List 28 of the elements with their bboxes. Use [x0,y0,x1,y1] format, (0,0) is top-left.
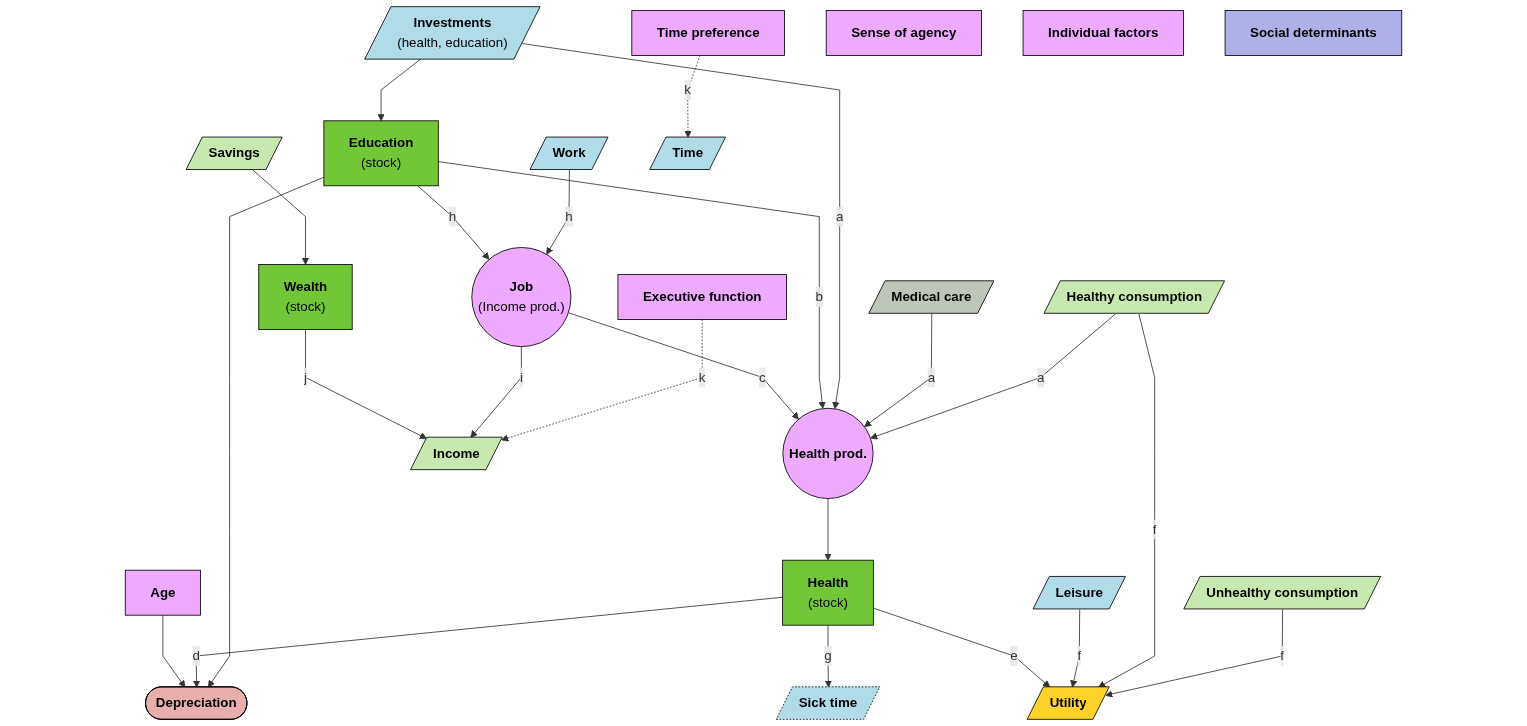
edge-label: g [824,648,832,663]
edge-label: a [1036,369,1045,385]
edge-label: j [303,369,307,385]
edge-label: a [927,369,936,385]
edge-label: f [1077,648,1082,663]
node-box: Sense of agency [825,10,982,56]
edge-label: d [192,648,200,663]
node-circle: Job (Income prod.) [471,247,572,348]
edge-label: c [759,369,766,385]
node-box: Executive function [617,274,787,320]
edge-label: b [815,289,824,304]
edge-label: f [1152,521,1157,537]
edge-label: h [448,209,457,224]
edge-label: a [835,209,844,224]
node-box: Age [124,569,201,616]
node-box: Social determinants [1224,10,1403,56]
edge-label: e [1010,648,1018,663]
node-box: Wealth (stock) [258,264,353,330]
node-circle: Health prod. [782,407,874,499]
edge-label: h [565,209,573,224]
edge-label: k [698,369,706,385]
edge-label: i [519,369,523,385]
node-box: Individual factors [1022,10,1184,56]
node-box: Education (stock) [323,120,439,187]
edge-label: k [684,82,691,97]
node-box: Health (stock) [782,559,874,626]
edge-label: f [1280,648,1285,663]
node-box: Time preference [631,10,785,56]
